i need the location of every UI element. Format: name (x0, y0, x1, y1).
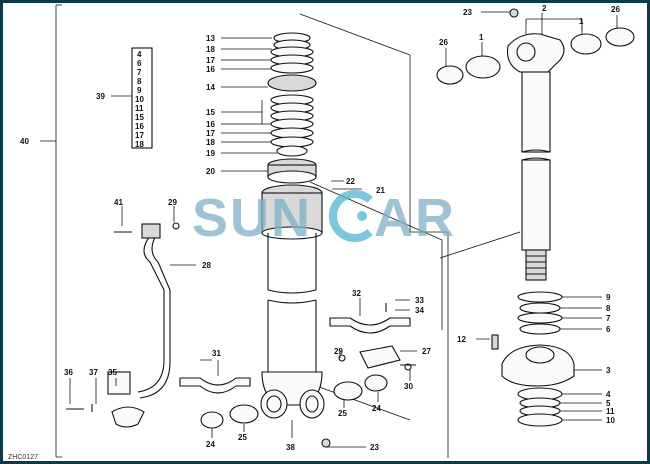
callout-10: 10 (606, 416, 615, 425)
callout-26-right: 26 (611, 5, 620, 14)
watermark-suffix: AR (374, 188, 456, 248)
kit-item-10: 17 (135, 131, 144, 140)
guide-lines (299, 13, 521, 458)
kit-item-9: 16 (135, 122, 144, 131)
callout-20: 20 (206, 167, 215, 176)
kit-item-4: 8 (137, 77, 142, 86)
callout-11: 11 (606, 407, 615, 416)
callout-36: 36 (64, 368, 73, 377)
callout-3: 3 (606, 366, 611, 375)
piston-head (491, 291, 575, 427)
callout-34: 34 (415, 306, 424, 315)
callout-29-top: 29 (168, 198, 177, 207)
callout-16-top: 16 (206, 65, 215, 74)
piston-rod (436, 8, 635, 281)
kit-item-1: 4 (137, 50, 142, 59)
callout-35: 35 (108, 368, 117, 377)
callout-1-left: 1 (479, 33, 484, 42)
callout-8: 8 (606, 304, 611, 313)
callout-24-right: 24 (372, 404, 381, 413)
callout-31: 31 (212, 349, 221, 358)
callout-7: 7 (606, 314, 611, 323)
callout-38: 38 (286, 443, 295, 452)
watermark-prefix: SUN (192, 188, 312, 248)
kit-list-box (111, 47, 153, 149)
callout-15: 15 (206, 108, 215, 117)
callout-21: 21 (376, 186, 385, 195)
callout-2: 2 (542, 4, 547, 13)
kit-item-6: 10 (135, 95, 144, 104)
callout-33: 33 (415, 296, 424, 305)
callout-1-right: 1 (579, 17, 584, 26)
pipe-assembly (107, 222, 180, 428)
callout-23-top: 23 (463, 8, 472, 17)
watermark: SUN AR (192, 188, 456, 248)
callout-41: 41 (114, 198, 123, 207)
callout-40: 40 (20, 137, 29, 146)
callout-9: 9 (606, 293, 611, 302)
callout-29-mid: 29 (334, 347, 343, 356)
callout-4: 4 (606, 390, 611, 399)
callout-19: 19 (206, 149, 215, 158)
cylinder-barrel (260, 184, 325, 419)
callout-25-left: 25 (238, 433, 247, 442)
kit-item-5: 9 (137, 86, 142, 95)
callout-16-mid: 16 (206, 120, 215, 129)
bushings (200, 374, 388, 448)
callout-23-bottom: 23 (370, 443, 379, 452)
callout-24-left: 24 (206, 440, 215, 449)
kit-item-11: 18 (135, 140, 144, 149)
clamps (66, 303, 416, 412)
assembly-bracket (40, 4, 62, 458)
callout-30: 30 (404, 382, 413, 391)
callout-17-mid: 17 (206, 129, 215, 138)
leader-lines (69, 11, 618, 448)
callout-27: 27 (422, 347, 431, 356)
callout-14: 14 (206, 83, 215, 92)
callout-22: 22 (346, 177, 355, 186)
callout-12: 12 (457, 335, 466, 344)
kit-item-8: 15 (135, 113, 144, 122)
callout-13: 13 (206, 34, 215, 43)
callout-26-left: 26 (439, 38, 448, 47)
callout-32: 32 (352, 289, 361, 298)
kit-item-7: 11 (135, 104, 144, 113)
callouts: 40 39 13 18 17 16 14 15 16 17 18 19 20 2… (20, 4, 620, 452)
callout-37: 37 (89, 368, 98, 377)
seal-stack (267, 32, 317, 184)
callout-18-mid: 18 (206, 138, 215, 147)
callout-28: 28 (202, 261, 211, 270)
callout-25-right: 25 (338, 409, 347, 418)
kit-item-3: 7 (137, 68, 142, 77)
callout-6: 6 (606, 325, 611, 334)
kit-list: 4 6 7 8 9 10 11 15 16 17 18 (135, 50, 144, 149)
watermark-c-logo (328, 190, 373, 242)
diagram-code: ZHC0127 (8, 454, 38, 461)
callout-17-top: 17 (206, 56, 215, 65)
kit-item-2: 6 (137, 59, 142, 68)
callout-5: 5 (606, 399, 611, 408)
callout-18-top: 18 (206, 45, 215, 54)
callout-39: 39 (96, 92, 105, 101)
